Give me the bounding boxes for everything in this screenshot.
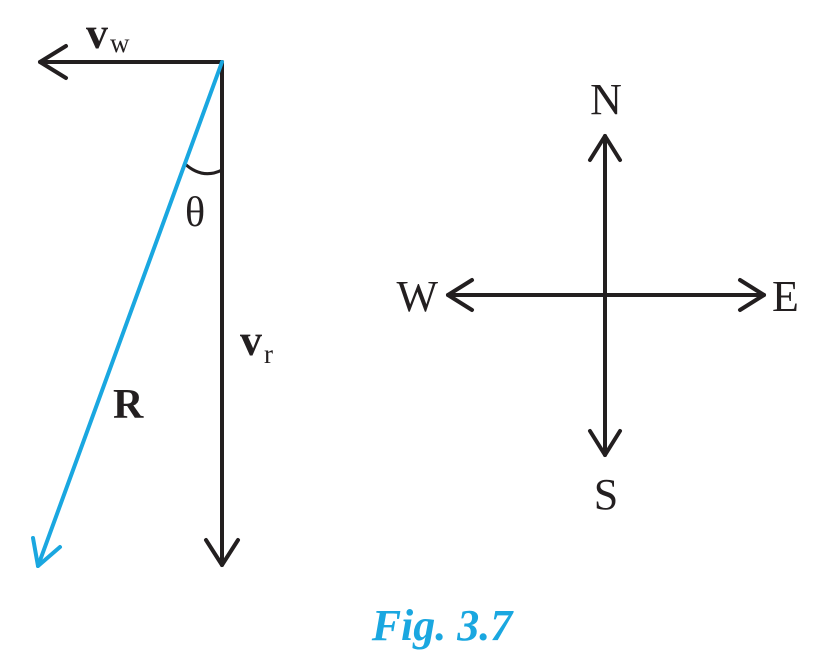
compass-west-label: W	[396, 272, 438, 321]
resultant-vector-label: R	[113, 382, 144, 428]
resultant-vector-arrowhead	[31, 536, 62, 568]
compass-east-label: E	[772, 272, 799, 321]
compass-north-arrowhead	[588, 134, 622, 162]
compass-east-arrowhead	[738, 278, 766, 312]
compass-rose	[446, 134, 766, 457]
angle-theta-label: θ	[185, 190, 205, 236]
compass-south-label: S	[594, 470, 618, 519]
figure-caption: Fig. 3.7	[371, 601, 515, 650]
wind-velocity-vector	[38, 44, 224, 80]
resultant-vector	[31, 60, 224, 568]
compass-north-label: N	[590, 75, 622, 124]
rain-vector-label: vr	[240, 316, 273, 369]
compass-west-arrowhead	[446, 278, 474, 312]
wind-vector-arrowhead	[38, 44, 68, 80]
angle-theta-arc	[182, 161, 223, 176]
wind-vector-label: vw	[86, 9, 130, 58]
rain-velocity-vector	[204, 60, 240, 567]
rain-vector-arrowhead	[204, 538, 240, 567]
compass-south-arrowhead	[588, 429, 622, 457]
resultant-vector-shaft	[36, 60, 224, 568]
